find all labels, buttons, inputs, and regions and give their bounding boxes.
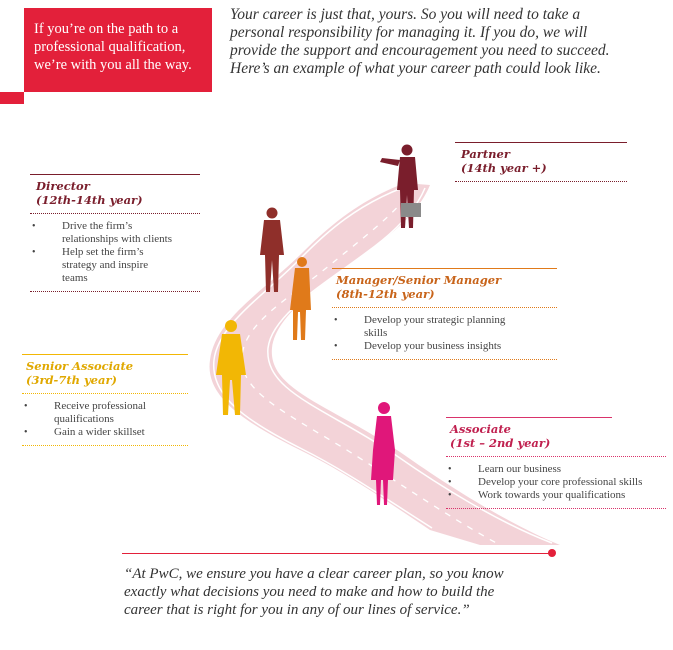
stage-title: Senior Associate [26,359,134,373]
quote-dot [548,549,556,557]
manager-figure [290,257,311,340]
quote-rule [122,553,552,554]
stage-years: (1st – 2nd year) [450,436,551,450]
senior-associate-bullets: Receive professional qualifications Gain… [22,400,188,439]
stage-dots [30,291,200,292]
intro-line: Your career is just that, yours. So you … [230,6,581,23]
stage-years: (3rd-7th year) [26,373,117,387]
associate-figure [371,402,395,505]
quote-line: exactly what decisions you need to make … [124,584,495,600]
list-item: Gain a wider skillset [22,426,188,439]
director-figure [260,207,284,292]
callout-line: we’re with you all the way. [34,57,192,73]
stage-years: (12th-14th year) [36,193,143,207]
quote-text: “At PwC, we ensure you have a clear care… [124,565,584,619]
intro-line: provide the support and encouragement yo… [230,42,610,59]
partner-figure [380,144,421,228]
list-item: Develop your strategic planning skills [332,314,557,340]
callout-line: professional qualification, [34,39,186,55]
list-item: Drive the firm’s relationships with clie… [30,220,200,246]
stage-dots [22,445,188,446]
intro-line: personal responsibility for managing it.… [230,24,588,41]
director-bullets: Drive the firm’s relationships with clie… [30,220,200,285]
stage-rule [455,142,627,143]
stage-title: Director [36,179,90,193]
list-item: Help set the firm’s strategy and inspire… [30,246,200,285]
stage-partner: Partner (14th year +) [455,142,627,182]
callout-line: If you’re on the path to a [34,21,179,37]
intro-line: Here’s an example of what your career pa… [230,60,601,77]
quote-line: career that is right for you in any of o… [124,602,470,618]
senior-associate-figure [216,320,246,415]
stage-associate: Associate (1st – 2nd year) Learn our bus… [446,417,666,509]
list-item: Develop your business insights [332,340,557,353]
stage-rule [22,354,188,355]
list-item: Receive professional qualifications [22,400,188,426]
stage-dots [22,393,188,394]
stage-rule [30,174,200,175]
stage-manager: Manager/Senior Manager (8th-12th year) D… [332,268,557,360]
manager-bullets: Develop your strategic planning skills D… [332,314,557,353]
stage-dots [446,456,666,457]
stage-rule [446,417,612,418]
stage-senior-associate: Senior Associate (3rd-7th year) Receive … [22,354,188,446]
list-item: Develop your core professional skills [446,476,666,489]
stage-director: Director (12th-14th year) Drive the firm… [30,174,200,292]
associate-bullets: Learn our business Develop your core pro… [446,463,666,502]
stage-years: (8th-12th year) [336,287,435,301]
callout-box: If you’re on the path to a professional … [24,8,212,92]
stage-dots [332,359,557,360]
stage-dots [30,213,200,214]
road-edge-left [213,187,433,529]
stage-title: Partner [461,147,510,161]
stage-dots [455,181,627,182]
quote-line: “At PwC, we ensure you have a clear care… [124,566,504,582]
stage-title: Associate [450,422,511,436]
list-item: Work towards your qualifications [446,489,666,502]
stage-years: (14th year +) [461,161,547,175]
decor-square [0,92,24,104]
stage-title: Manager/Senior Manager [336,273,502,287]
stage-rule [332,268,557,269]
stage-dots [332,307,557,308]
intro-text: Your career is just that, yours. So you … [230,6,660,78]
stage-dots [446,508,666,509]
list-item: Learn our business [446,463,666,476]
